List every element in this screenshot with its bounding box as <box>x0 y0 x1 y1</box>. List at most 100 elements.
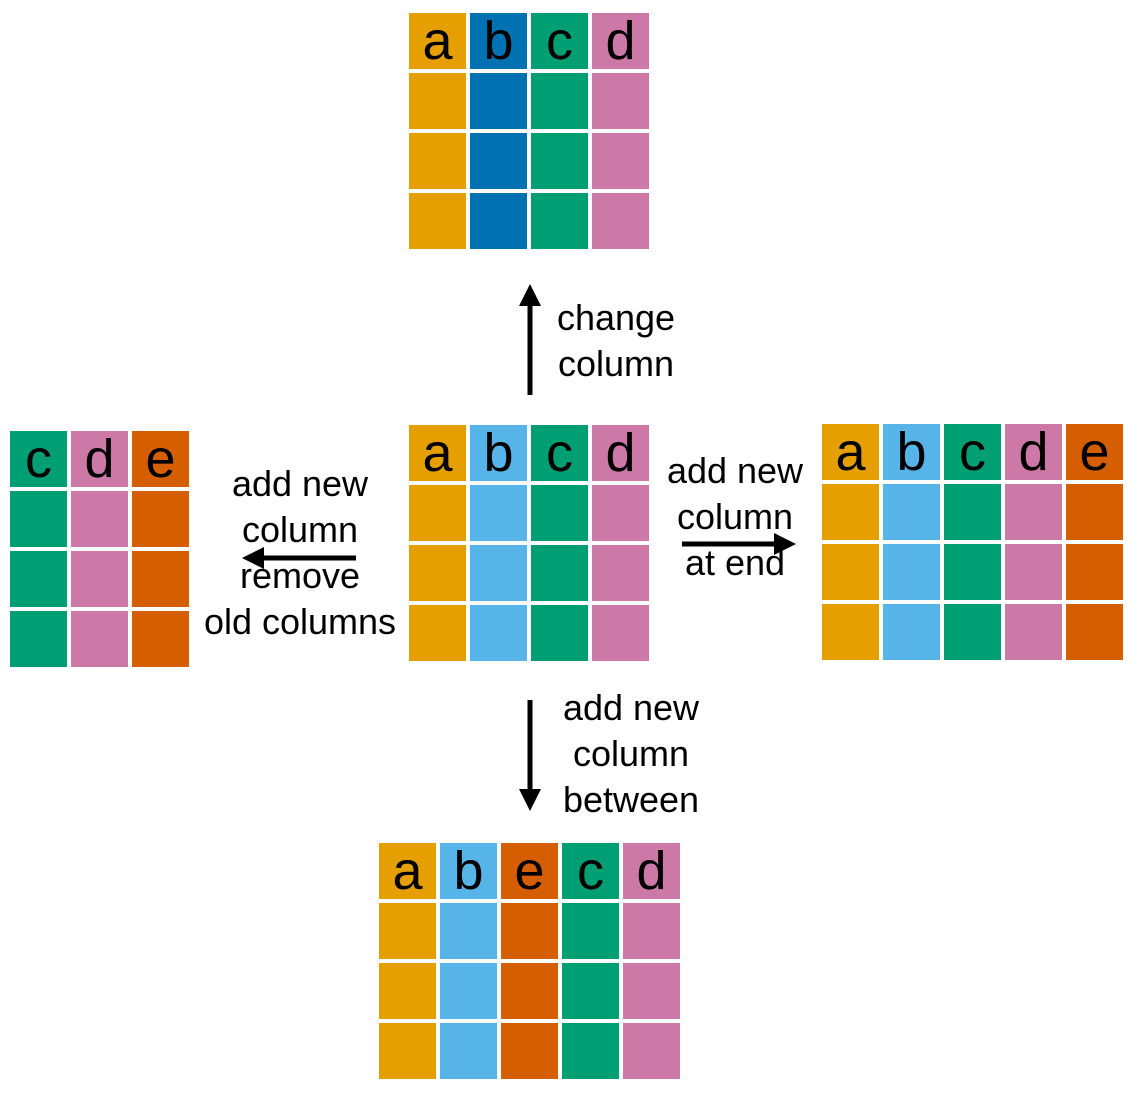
table-cell <box>71 611 128 667</box>
column-header-a: a <box>409 13 466 69</box>
label-change-column: change column <box>546 295 686 387</box>
column-header-b: b <box>440 843 497 899</box>
table-cell <box>501 1023 558 1079</box>
table-cell <box>379 903 436 959</box>
label-add-column-at-end: add new column at end <box>655 448 815 586</box>
table-cell <box>1005 484 1062 540</box>
column-header-e: e <box>132 431 189 487</box>
table-cell <box>501 963 558 1019</box>
table-cell <box>592 73 649 129</box>
table-cell <box>470 73 527 129</box>
table-cell <box>883 604 940 660</box>
table-cell <box>10 611 67 667</box>
table-cell <box>944 604 1001 660</box>
table-cell <box>1005 544 1062 600</box>
column-header-c: c <box>531 13 588 69</box>
column-header-d: d <box>1005 424 1062 480</box>
table-cell <box>531 605 588 661</box>
table-cell <box>409 545 466 601</box>
table-cell <box>623 1023 680 1079</box>
table-cell <box>944 484 1001 540</box>
table-cell <box>470 605 527 661</box>
table-cell <box>132 611 189 667</box>
label-line: add new <box>231 463 369 504</box>
column-header-d: d <box>623 843 680 899</box>
label-line: remove <box>239 555 361 596</box>
table-cell <box>409 605 466 661</box>
label-line: column <box>572 733 690 774</box>
table-cell <box>501 903 558 959</box>
table-cell <box>132 551 189 607</box>
label-line: old columns <box>203 601 397 642</box>
column-header-b: b <box>470 425 527 481</box>
column-header-c: c <box>531 425 588 481</box>
column-header-e: e <box>501 843 558 899</box>
arrow-right-icon <box>682 533 796 555</box>
column-header-d: d <box>592 13 649 69</box>
table-cell <box>10 551 67 607</box>
table-cell <box>623 903 680 959</box>
label-line: at end <box>684 542 786 583</box>
column-header-a: a <box>409 425 466 481</box>
table-cell <box>562 963 619 1019</box>
table-cell <box>592 545 649 601</box>
table-cell <box>379 963 436 1019</box>
table-cell <box>71 551 128 607</box>
table-cell <box>592 605 649 661</box>
label-add-remove-columns: add new column remove old columns <box>190 461 410 645</box>
table-cell <box>409 133 466 189</box>
column-header-c: c <box>944 424 1001 480</box>
column-header-c: c <box>562 843 619 899</box>
arrow-left-icon <box>242 547 356 569</box>
table-cell <box>1005 604 1062 660</box>
column-header-d: d <box>71 431 128 487</box>
table-cell <box>822 544 879 600</box>
arrow-down-icon <box>519 700 541 811</box>
table-cell <box>531 73 588 129</box>
table-cell <box>531 485 588 541</box>
label-line: between <box>562 779 700 820</box>
table-cell <box>562 1023 619 1079</box>
table-cell <box>531 193 588 249</box>
table-cell <box>822 604 879 660</box>
column-header-a: a <box>379 843 436 899</box>
table-cell <box>592 133 649 189</box>
table-cell <box>592 485 649 541</box>
table-cell <box>10 491 67 547</box>
arrow-up-icon <box>519 284 541 395</box>
table-cell <box>440 963 497 1019</box>
table-cell <box>470 545 527 601</box>
table-cell <box>623 963 680 1019</box>
table-cell <box>944 544 1001 600</box>
table-cell <box>440 903 497 959</box>
label-line: change <box>556 297 676 338</box>
table-cell <box>822 484 879 540</box>
label-line: column <box>676 496 794 537</box>
column-header-c: c <box>10 431 67 487</box>
table-cell <box>531 133 588 189</box>
table-cell <box>1066 544 1123 600</box>
label-add-column-between: add new column between <box>551 685 711 823</box>
table-cell <box>883 484 940 540</box>
table-cell <box>409 485 466 541</box>
column-header-a: a <box>822 424 879 480</box>
table-cell <box>470 133 527 189</box>
table-cell <box>71 491 128 547</box>
label-line: add new <box>562 687 700 728</box>
label-line: column <box>557 343 675 384</box>
table-cell <box>883 544 940 600</box>
column-header-b: b <box>470 13 527 69</box>
table-cell <box>409 73 466 129</box>
table-cell <box>379 1023 436 1079</box>
table-cell <box>1066 484 1123 540</box>
label-line: column <box>241 509 359 550</box>
table-cell <box>440 1023 497 1079</box>
column-header-e: e <box>1066 424 1123 480</box>
column-header-b: b <box>883 424 940 480</box>
table-cell <box>592 193 649 249</box>
